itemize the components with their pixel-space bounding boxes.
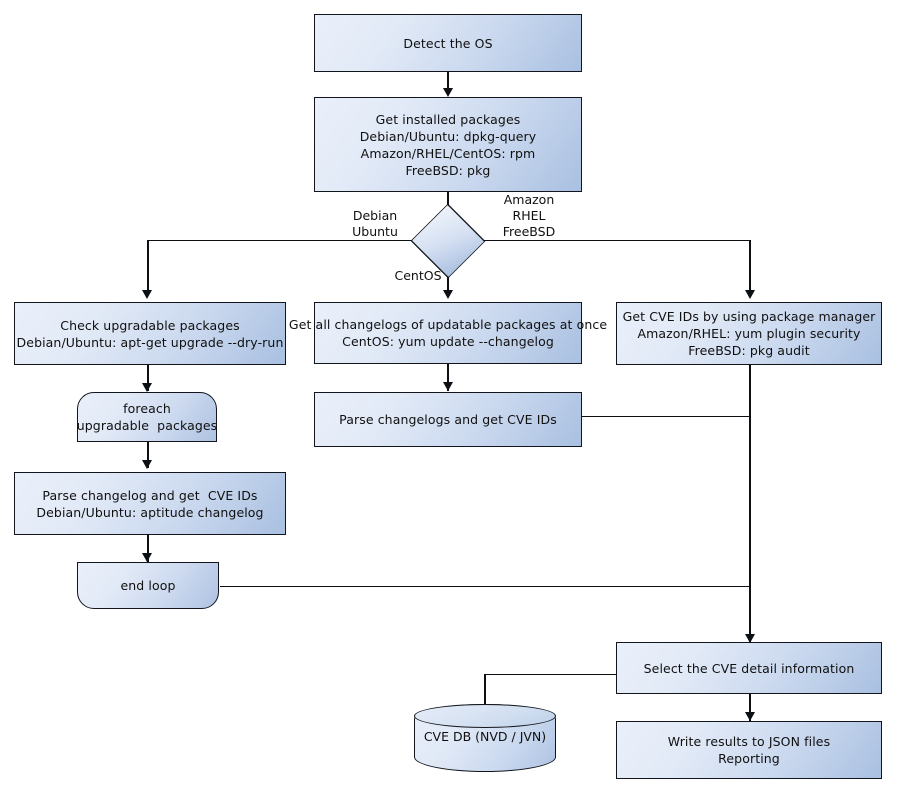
node-check-upgradable-packages-label: Check upgradable packages Debian/Ubuntu:… <box>16 317 284 350</box>
node-get-cve-ids-package-manager[interactable]: Get CVE IDs by using package manager Ama… <box>616 302 882 365</box>
edge-check-upgradable-to-foreach <box>147 365 149 391</box>
edge-parsemulti-to-right-spine <box>582 415 750 418</box>
node-detect-os-label: Detect the OS <box>403 35 493 51</box>
node-foreach-loop-start-label: foreach upgradable packages <box>76 401 218 433</box>
arrowhead-get-cve-pkgmgr <box>744 290 755 299</box>
edge-parse-changelog-to-endloop <box>147 535 149 562</box>
arrowhead-get-changelogs <box>442 290 453 299</box>
node-select-cve-detail[interactable]: Select the CVE detail information <box>616 642 882 694</box>
node-write-results[interactable]: Write results to JSON files Reporting <box>616 721 882 779</box>
arrowhead-parsemulti <box>442 382 453 391</box>
edge-decision-bus-left <box>147 239 419 242</box>
edge-getchangelogs-to-parsemulti <box>447 364 449 391</box>
arrowhead-endloop <box>142 553 153 562</box>
edge-selectcve-to-db-vertical <box>484 673 486 706</box>
node-cve-database-label: CVE DB (NVD / JVN) <box>423 729 547 744</box>
node-end-loop-label: end loop <box>120 578 176 593</box>
edge-right-spine <box>749 365 751 643</box>
arrowhead-write-results <box>744 712 755 721</box>
edge-selectcve-to-db-horizontal <box>484 673 616 676</box>
node-parse-changelog-single[interactable]: Parse changelog and get CVE IDs Debian/U… <box>14 472 286 535</box>
edge-selectcve-to-writeresults <box>749 694 751 721</box>
node-end-loop[interactable]: end loop <box>77 562 219 609</box>
node-write-results-label: Write results to JSON files Reporting <box>667 734 831 766</box>
arrowhead-foreach <box>142 383 153 392</box>
node-parse-changelog-single-label: Parse changelog and get CVE IDs Debian/U… <box>36 487 264 520</box>
arrowhead-check-upgradable <box>142 290 153 299</box>
cve-database-top-ellipse <box>414 704 556 728</box>
node-parse-changelogs-multi-label: Parse changelogs and get CVE IDs <box>339 412 557 427</box>
node-get-installed-packages[interactable]: Get installed packages Debian/Ubuntu: dp… <box>314 97 582 192</box>
edge-decision-to-get-cve-pkgmgr <box>749 239 751 292</box>
node-detect-os[interactable]: Detect the OS <box>314 14 582 72</box>
node-get-cve-ids-package-manager-label: Get CVE IDs by using package manager Ama… <box>622 309 876 358</box>
edge-detect-to-getpackages <box>447 72 449 93</box>
node-check-upgradable-packages[interactable]: Check upgradable packages Debian/Ubuntu:… <box>14 302 286 365</box>
edge-endloop-to-right-spine <box>220 585 750 588</box>
arrowhead-parse-changelog <box>142 460 153 469</box>
node-get-all-changelogs-label: Get all changelogs of updatable packages… <box>288 317 608 349</box>
node-get-all-changelogs[interactable]: Get all changelogs of updatable packages… <box>289 302 607 364</box>
node-foreach-loop-start[interactable]: foreach upgradable packages <box>77 392 217 442</box>
edge-label-amazon-rhel-freebsd: Amazon RHEL FreeBSD <box>502 192 556 239</box>
edge-label-debian-ubuntu: Debian Ubuntu <box>352 208 398 239</box>
node-os-decision[interactable] <box>410 203 486 279</box>
node-get-installed-packages-label: Get installed packages Debian/Ubuntu: dp… <box>359 111 537 178</box>
node-select-cve-detail-label: Select the CVE detail information <box>643 660 855 676</box>
arrowhead-getpackages <box>442 88 453 97</box>
edge-decision-to-check-upgradable <box>147 239 149 292</box>
edge-foreach-to-parse-changelog <box>147 442 149 468</box>
edge-label-centos: CentOS <box>394 268 442 283</box>
edge-decision-bus-right <box>477 239 751 242</box>
node-parse-changelogs-multi[interactable]: Parse changelogs and get CVE IDs <box>314 392 582 447</box>
arrowhead-select-cve <box>744 634 755 643</box>
